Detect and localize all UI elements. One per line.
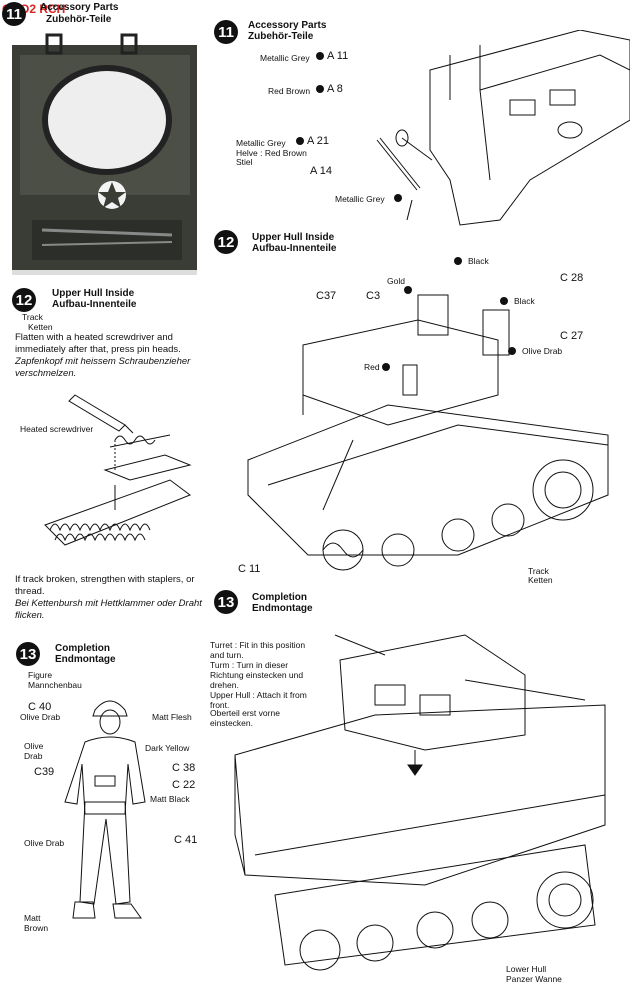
a21-color-label: Metallic Grey bbox=[236, 138, 286, 148]
fig-label-olive-drab-2: Olive Drab bbox=[24, 741, 44, 761]
step13-left-title-en: Completion bbox=[55, 643, 110, 654]
c11-part-number: C 11 bbox=[238, 563, 261, 575]
step11-right-title-en: Accessory Parts bbox=[248, 20, 327, 31]
step12-left-instruction-de: Zapfenkopf mit heissem Schraubenzieher v… bbox=[15, 356, 191, 379]
paint-dot-icon bbox=[454, 257, 462, 265]
fig-label-c40: C 40 bbox=[28, 701, 52, 713]
tools-drawing bbox=[376, 129, 433, 221]
step-number-12-right: 12 bbox=[214, 230, 238, 254]
photo-title-de: Zubehör-Teile bbox=[46, 14, 112, 25]
rear-hull-drawing bbox=[429, 30, 630, 226]
step13-left-title-de: Endmontage bbox=[55, 654, 116, 665]
helve-label: Helve : Red Brown bbox=[236, 148, 307, 158]
c27-part-number: C 27 bbox=[560, 330, 584, 342]
step12-right-title-de: Aufbau-Innenteile bbox=[252, 243, 337, 254]
step-number-13-left: 13 bbox=[16, 642, 40, 666]
turret-note-de: Turm : Turn in dieser Richtung einstecke… bbox=[210, 660, 304, 690]
paint-dot-icon bbox=[316, 52, 324, 61]
c28-black-label: Black bbox=[468, 256, 489, 266]
step13-right-title-en: Completion bbox=[252, 592, 307, 603]
fig-label-c39: C39 bbox=[34, 766, 55, 778]
a8-color-label: Red Brown bbox=[268, 86, 311, 96]
paint-dot-icon bbox=[394, 194, 402, 202]
upper-hull-note-de: Oberteil erst vorne einstecken. bbox=[210, 708, 280, 728]
step-number-12-left: 12 bbox=[12, 288, 36, 312]
c27-black-label: Black bbox=[514, 296, 535, 306]
step13-right-title-de: Endmontage bbox=[252, 603, 313, 614]
paint-dot-icon bbox=[382, 363, 390, 371]
upper-hull-note-en: Upper Hull : Attach it from front. bbox=[210, 690, 307, 710]
fig-label-olive-drab-1: Olive Drab bbox=[20, 712, 61, 722]
step11-right-title-de: Zubehör-Teile bbox=[248, 31, 314, 42]
c28-part-number: C 28 bbox=[560, 272, 584, 284]
panzer-wanne-label: Panzer Wanne bbox=[506, 974, 562, 984]
turret-note-en: Turret : Fit in this position and turn. bbox=[210, 640, 306, 660]
step13-left-sub-en: Figure bbox=[28, 670, 53, 680]
a11-part: A 11 bbox=[316, 50, 348, 62]
fig-label-matt-flesh: Matt Flesh bbox=[152, 712, 192, 722]
a11-color-label: Metallic Grey bbox=[260, 53, 310, 63]
a14-color-label: Metallic Grey bbox=[335, 194, 385, 204]
fig-label-matt-black: Matt Black bbox=[150, 794, 190, 804]
step12-left-broken-de: Bei Kettenbursh mit Hettklammer oder Dra… bbox=[15, 598, 202, 621]
step-number-11-photo: 11 bbox=[2, 2, 26, 26]
track-assembly-drawing bbox=[44, 394, 192, 546]
step-number-13-right: 13 bbox=[214, 590, 238, 614]
stiel-label: Stiel bbox=[236, 157, 253, 167]
a21-part-number: A 21 bbox=[307, 135, 330, 147]
paint-dot-icon bbox=[500, 297, 508, 305]
lower-hull-label: Lower Hull bbox=[506, 964, 547, 974]
step12-left-instruction-en: Flatten with a heated screwdriver and im… bbox=[15, 332, 181, 355]
paint-dot-icon bbox=[508, 347, 516, 355]
fig-label-c22: C 22 bbox=[172, 779, 196, 791]
soldier-figure-drawing bbox=[64, 700, 146, 919]
fig-label-matt-brown: Matt Brown bbox=[24, 913, 49, 933]
step12-left-broken-en: If track broken, strengthen with stapler… bbox=[15, 574, 195, 597]
track-label: Track bbox=[528, 566, 549, 576]
a11-part-number: A 11 bbox=[327, 50, 349, 62]
a14-part-number: A 14 bbox=[310, 165, 333, 177]
photo-turret bbox=[12, 30, 197, 275]
paint-dot-icon bbox=[316, 85, 324, 94]
ketten-label: Ketten bbox=[528, 575, 553, 585]
c28-gold-label: Gold bbox=[387, 276, 405, 286]
photo-title-en: Accessory Parts bbox=[40, 2, 119, 13]
upper-hull-drawing bbox=[247, 294, 609, 571]
fig-label-c41: C 41 bbox=[174, 834, 198, 846]
paint-dot-icon bbox=[404, 286, 412, 294]
fig-label-c38: C 38 bbox=[172, 762, 196, 774]
step12-right-title-en: Upper Hull Inside bbox=[252, 232, 335, 243]
a8-part: A 8 bbox=[316, 83, 343, 95]
heated-screwdriver-label: Heated screwdriver bbox=[20, 424, 94, 434]
turret-photo-drawing bbox=[12, 33, 197, 275]
c37-part-number: C37 bbox=[316, 290, 337, 302]
fig-label-dark-yellow: Dark Yellow bbox=[145, 743, 190, 753]
c3-red-label: Red bbox=[364, 362, 380, 372]
step-number-11-right: 11 bbox=[214, 20, 238, 44]
step13-left-sub-de: Mannchenbau bbox=[28, 680, 82, 690]
c3-part-number: C3 bbox=[366, 290, 381, 302]
a21-part: A 21 bbox=[296, 135, 329, 147]
step12-left-title-de: Aufbau-Innenteile bbox=[52, 299, 137, 310]
a8-part-number: A 8 bbox=[327, 83, 343, 95]
paint-dot-icon bbox=[296, 137, 304, 146]
step12-left-sub-de: Ketten bbox=[28, 322, 53, 332]
step12-left-sub-en: Track bbox=[22, 312, 43, 322]
c27-olive-drab-label: Olive Drab bbox=[522, 346, 563, 356]
step12-left-title-en: Upper Hull Inside bbox=[52, 288, 135, 299]
completed-tank-drawing bbox=[234, 634, 606, 971]
fig-label-olive-drab-3: Olive Drab bbox=[24, 838, 65, 848]
